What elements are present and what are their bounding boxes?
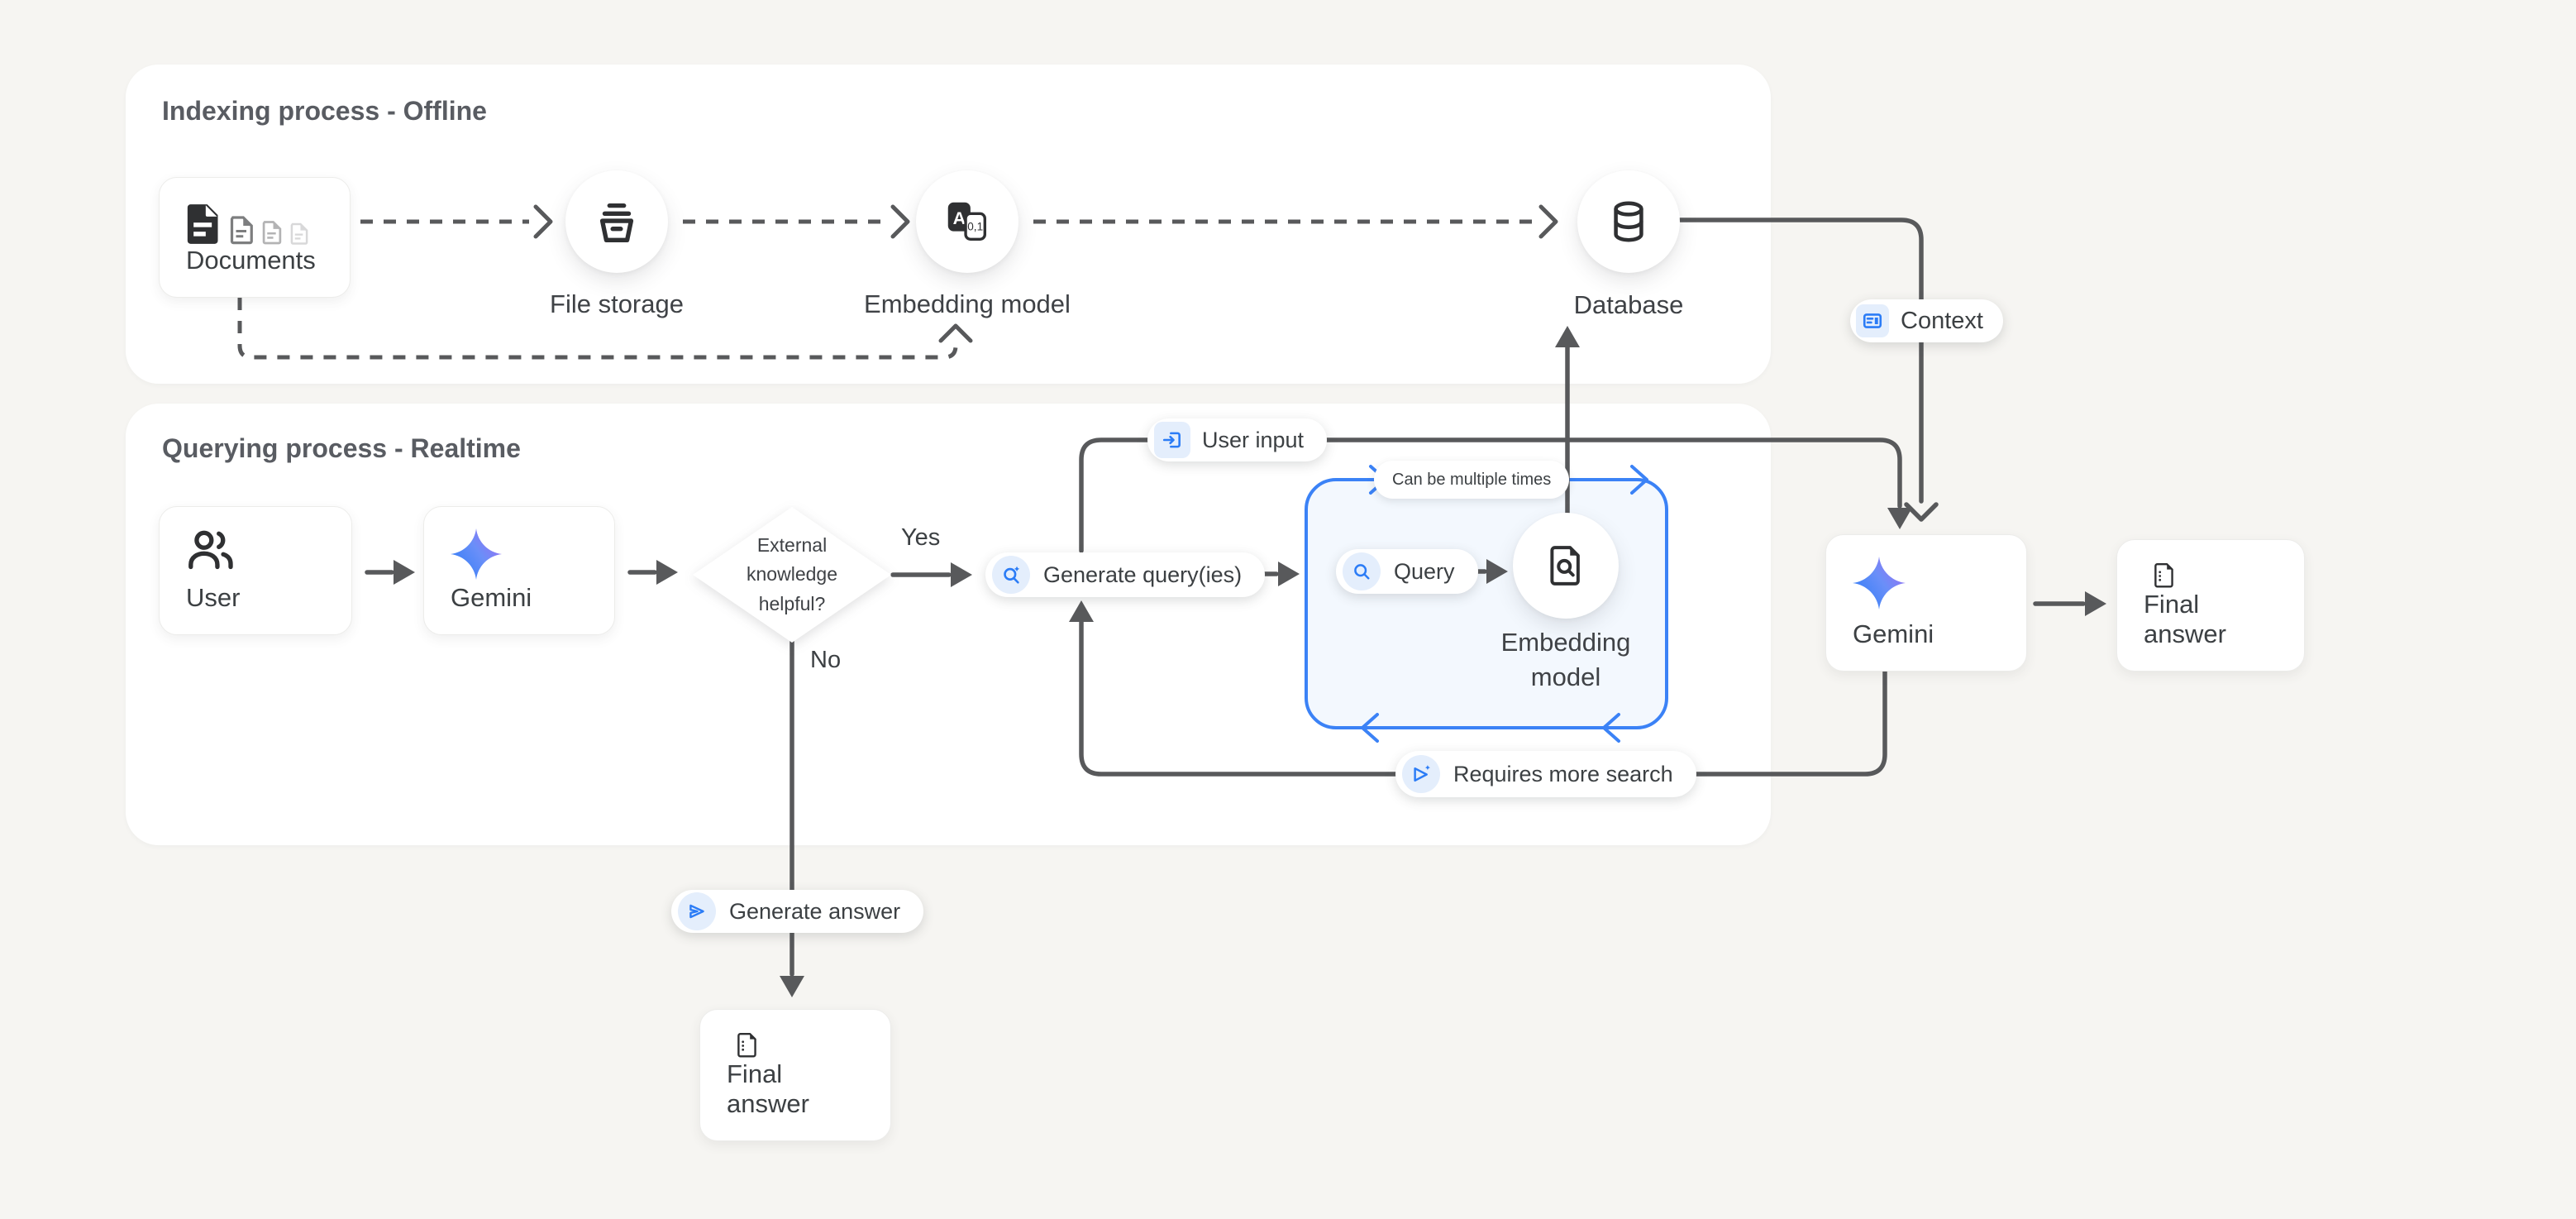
search-spark-icon [992, 556, 1030, 594]
database-icon [1614, 201, 1643, 242]
gemini-querying-node: Gemini [423, 506, 615, 635]
arrowhead [1278, 562, 1300, 586]
svg-text:0,1: 0,1 [967, 221, 983, 233]
documents-node: Documents [159, 177, 351, 298]
storage-bucket-icon [599, 203, 634, 242]
no-label: No [810, 647, 842, 673]
arrowhead [656, 560, 678, 585]
database-node [1577, 170, 1680, 273]
final-answer-bottom-label: Final answer [727, 1059, 809, 1118]
search-icon [1343, 552, 1381, 590]
decision-node: External knowledge helpful? [693, 507, 891, 643]
generate-queries-pill: Generate query(ies) [985, 552, 1266, 597]
user-input-pill: User input [1147, 418, 1328, 461]
documents-label: Documents [186, 246, 316, 275]
file-storage-node [565, 170, 668, 273]
gemini-icon [451, 528, 502, 580]
arrowhead [533, 204, 553, 239]
embedding-model-indexing-node: A 0,1 [916, 170, 1018, 273]
context-label: Context [1901, 307, 1983, 334]
requires-more-search-pill: Requires more search [1395, 751, 1696, 797]
database-label: Database [1573, 290, 1684, 319]
arrowhead [1486, 559, 1508, 584]
arrowhead [890, 204, 910, 239]
can-be-multiple-times-label: Can be multiple times [1392, 470, 1552, 489]
embedding-model-indexing-label: Embedding model [864, 289, 1071, 318]
user-group-icon [188, 530, 233, 570]
gemini-answer-label: Gemini [1853, 619, 1934, 648]
generate-answer-pill: Generate answer [671, 890, 924, 933]
send-icon [678, 892, 716, 930]
arrowhead [1069, 600, 1094, 622]
indexing-panel-title: Indexing process - Offline [162, 96, 487, 126]
query-label: Query [1394, 558, 1455, 584]
generate-answer-label: Generate answer [729, 898, 901, 924]
generate-queries-label: Generate query(ies) [1043, 562, 1243, 587]
final-answer-right-label: Final answer [2144, 590, 2226, 648]
file-storage-label: File storage [550, 289, 684, 318]
embedding-model-querying-node [1513, 513, 1619, 619]
loop-arrow-top-right-icon [1630, 465, 1648, 495]
final-answer-right-node: Final answer [2116, 539, 2305, 672]
edge-documents-embedding-loop [237, 298, 958, 360]
user-node: User [159, 506, 352, 635]
decision-label: External knowledge helpful? [747, 533, 837, 614]
arrowhead [1904, 502, 1939, 522]
edge-userinput-gemini [1079, 437, 1902, 553]
loop-arrow-bottom-right-icon [1602, 713, 1620, 743]
arrowhead [394, 560, 415, 585]
gemini-answer-node: Gemini [1825, 534, 2027, 672]
querying-panel-title: Querying process - Realtime [162, 433, 521, 463]
arrowhead [1887, 508, 1912, 529]
svg-text:A: A [953, 208, 966, 228]
input-icon [1154, 422, 1190, 458]
translate-embedding-icon: A 0,1 [947, 202, 987, 241]
query-pill: Query [1336, 549, 1478, 594]
can-be-multiple-times-pill: Can be multiple times [1374, 461, 1570, 499]
document-search-icon [1550, 546, 1580, 586]
article-icon [1856, 304, 1889, 337]
final-answer-doc-icon [2154, 562, 2173, 588]
final-answer-bottom-node: Final answer [699, 1009, 891, 1141]
arrowhead [780, 976, 804, 997]
embedding-model-querying-label: Embedding model [1500, 628, 1631, 691]
gemini-icon [1853, 557, 1906, 610]
arrowhead [951, 562, 972, 587]
arrowhead [1538, 204, 1558, 239]
arrowhead [938, 323, 973, 343]
user-label: User [186, 583, 241, 612]
documents-icon [186, 199, 323, 246]
user-input-label: User input [1202, 427, 1305, 452]
yes-label: Yes [901, 524, 941, 551]
arrowhead [2085, 591, 2106, 616]
requires-more-search-label: Requires more search [1453, 761, 1673, 786]
loop-arrow-bottom-left-icon [1361, 713, 1379, 743]
final-answer-doc-icon [737, 1032, 756, 1058]
gemini-querying-label: Gemini [451, 583, 532, 612]
send-spark-icon [1402, 755, 1440, 793]
arrowhead [1555, 326, 1580, 347]
context-badge: Context [1850, 299, 2003, 342]
edge-database-context-gemini [1677, 218, 1924, 504]
